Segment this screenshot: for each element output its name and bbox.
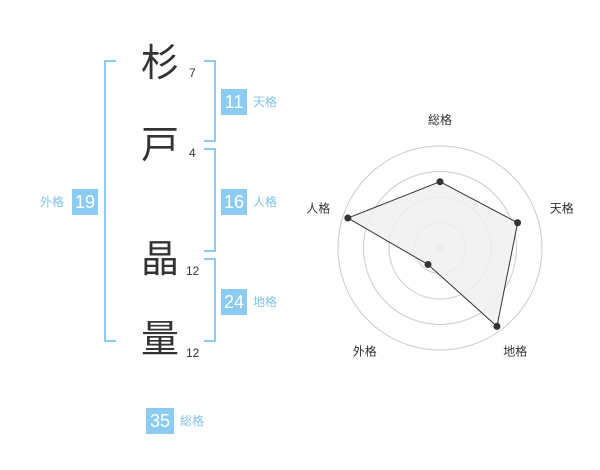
- chikaku-label: 地格: [253, 295, 278, 309]
- name-char-1: 杉: [141, 41, 180, 85]
- radar-axis-label: 人格: [306, 200, 330, 215]
- chikaku-badge: 24: [221, 289, 247, 315]
- radar-ring: [363, 171, 517, 325]
- radar-axis-label: 天格: [550, 200, 574, 215]
- radar-point: [493, 322, 501, 330]
- gaikaku-label: 外格: [40, 195, 65, 209]
- name-char-3: 晶: [141, 237, 180, 281]
- name-char-2: 戸: [141, 123, 180, 167]
- stroke-count-1: 7: [189, 66, 196, 80]
- soukaku-label: 総格: [180, 414, 205, 428]
- gaikaku-bracket: [104, 60, 116, 342]
- radar-axis-label: 外格: [353, 344, 377, 359]
- radar-axis-label: 地格: [503, 344, 527, 359]
- tenkaku-badge: 11: [221, 89, 247, 115]
- gaikaku-badge: 19: [72, 189, 98, 215]
- jinkaku-badge: 16: [221, 189, 247, 215]
- radar-point: [436, 178, 444, 186]
- jinkaku-label: 人格: [253, 195, 278, 209]
- radar-axis-label: 総格: [428, 112, 452, 127]
- radar-point: [424, 261, 432, 269]
- soukaku-badge: 35: [146, 408, 174, 434]
- tenkaku-label: 天格: [253, 95, 278, 109]
- chikaku-bracket: [204, 258, 216, 342]
- name-char-4: 量: [141, 317, 180, 361]
- radar-point: [344, 214, 352, 222]
- stroke-count-2: 4: [189, 146, 196, 160]
- stroke-count-3: 12: [186, 264, 200, 278]
- stroke-count-4: 12: [186, 346, 200, 360]
- radar-ring: [337, 145, 543, 351]
- radar-series-polygon: [346, 181, 519, 328]
- radar-point: [514, 219, 522, 227]
- tenkaku-bracket: [204, 60, 216, 142]
- jinkaku-bracket: [204, 148, 216, 252]
